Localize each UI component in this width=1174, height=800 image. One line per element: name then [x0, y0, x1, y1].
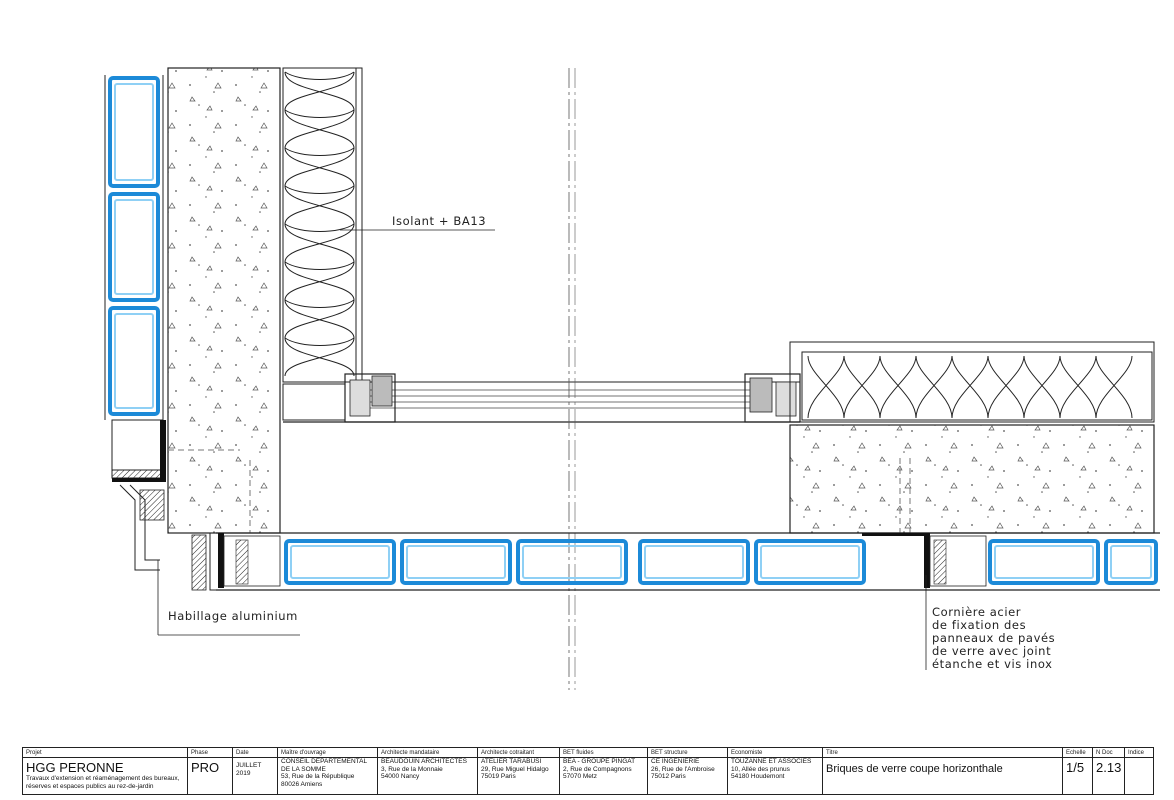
- glass-brick: [108, 76, 160, 188]
- glass-brick: [1104, 539, 1158, 585]
- label-angle-3: panneaux de pavés: [932, 631, 1055, 645]
- label-insulation: Isolant + BA13: [392, 214, 486, 228]
- insulation-horizontal: [789, 341, 1155, 423]
- tb-projet: Projet HGG PERONNE Travaux d'extension e…: [23, 748, 188, 794]
- concrete-wall-left: [167, 67, 281, 534]
- glass-brick: [754, 539, 866, 585]
- insulation-vertical: [282, 67, 363, 383]
- glass-brick: [516, 539, 628, 585]
- leader-lines: [157, 229, 927, 670]
- tb-bet-fluides: BET fluides BEA - GROUPE PINGAT 2, Rue d…: [560, 748, 648, 794]
- concrete-slab-right: [789, 424, 1155, 534]
- section-drawing: Isolant + BA13 Habillage aluminium Corni…: [104, 67, 1160, 690]
- drawing-title: Briques de verre coupe horizonthale: [826, 763, 1003, 775]
- tb-architecte-cotraitant: Architecte cotraitant ATELIER TARABUSI 2…: [478, 748, 560, 794]
- label-angle-1: Cornière acier: [932, 605, 1021, 619]
- window-frame: [282, 373, 801, 423]
- glass-brick: [108, 192, 160, 302]
- project-name: HGG PERONNE: [26, 760, 124, 775]
- aluminium-cladding: [119, 484, 216, 591]
- tb-phase: Phase PRO: [188, 748, 233, 794]
- tb-economiste: Economiste TOUZANNE ET ASSOCIES 10, Allé…: [728, 748, 823, 794]
- tb-titre: Titre Briques de verre coupe horizonthal…: [823, 748, 1063, 794]
- label-angle-2: de fixation des: [932, 618, 1026, 632]
- vertical-glass-brick-column: [104, 75, 166, 482]
- glass-brick: [284, 539, 396, 585]
- glass-brick: [638, 539, 750, 585]
- glass-brick: [988, 539, 1100, 585]
- tb-echelle: Echelle 1/5: [1063, 748, 1093, 794]
- label-angle-5: étanche et vis inox: [932, 657, 1053, 671]
- tb-date: Date JUILLET 2019: [233, 748, 278, 794]
- tb-ndoc: N Doc 2.13: [1093, 748, 1125, 794]
- tb-maitre-ouvrage: Maître d'ouvrage CONSEIL DEPARTEMENTAL D…: [278, 748, 378, 794]
- horizontal-glass-brick-row: [216, 532, 1160, 591]
- glass-brick: [108, 306, 160, 416]
- label-angle-4: de verre avec joint: [932, 644, 1051, 658]
- glass-brick: [400, 539, 512, 585]
- tb-bet-structure: BET structure CE INGENIERIE 26, Rue de l…: [648, 748, 728, 794]
- tb-architecte-mandataire: Architecte mandataire BEAUDOUIN ARCHITEC…: [378, 748, 478, 794]
- label-cladding: Habillage aluminium: [168, 609, 298, 623]
- title-block: Projet HGG PERONNE Travaux d'extension e…: [22, 747, 1154, 795]
- tb-indice: Indice: [1125, 748, 1153, 794]
